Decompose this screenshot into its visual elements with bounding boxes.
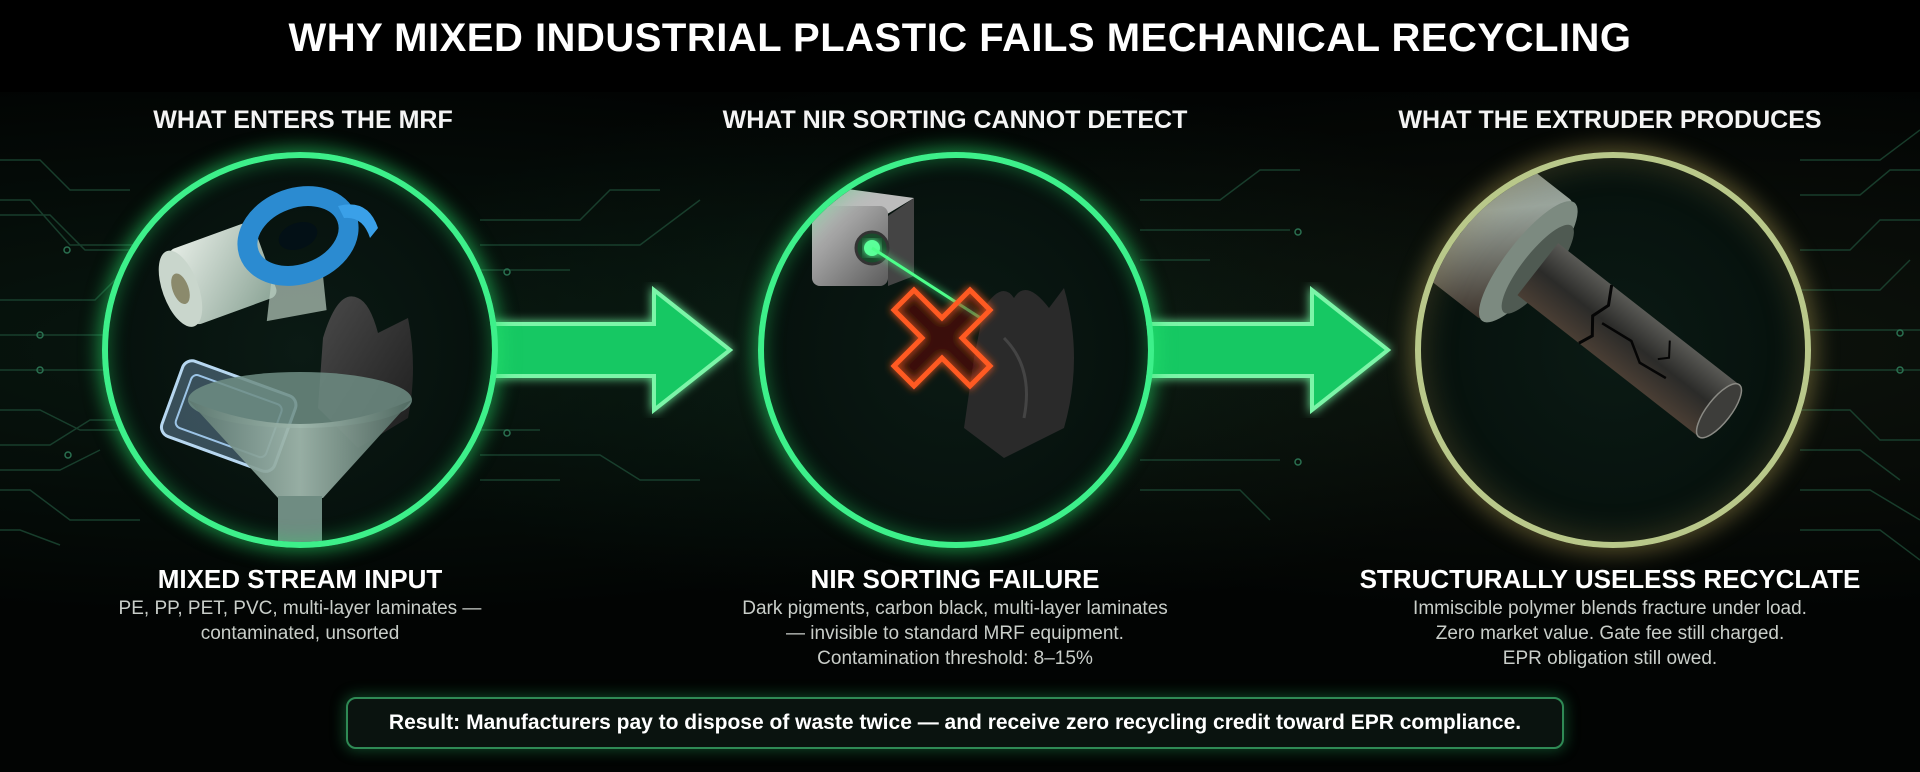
caption-title: MIXED STREAM INPUT [157,564,443,594]
result-text: Manufacturers pay to dispose of waste tw… [466,711,1522,734]
ring-extruder [1415,152,1811,548]
caption-title: STRUCTURALLY USELESS RECYCLATE [1359,564,1861,594]
title-band [0,0,1920,92]
page-title: WHY MIXED INDUSTRIAL PLASTIC FAILS MECHA… [288,16,1632,60]
caption-mixed-stream: MIXED STREAM INPUT PE, PP, PET, PVC, mul… [80,562,520,646]
caption-line: Zero market value. Gate fee still charge… [1435,623,1785,644]
caption-line: PE, PP, PET, PVC, multi-layer laminates … [118,598,482,619]
caption-title: NIR SORTING FAILURE [810,564,1100,594]
column-heading-mrf: WHAT ENTERS THE MRF [153,106,453,134]
caption-line: — invisible to standard MRF equipment. [786,623,1124,644]
caption-line: contaminated, unsorted [200,623,400,644]
caption-line: EPR obligation still owed. [1502,648,1718,669]
caption-line: Immiscible polymer blends fracture under… [1413,598,1807,619]
result-banner: Result: Manufacturers pay to dispose of … [346,697,1564,749]
result-label: Result: [388,711,461,734]
caption-useless-recyclate: STRUCTURALLY USELESS RECYCLATE Immiscibl… [1350,562,1870,671]
caption-nir-failure: NIR SORTING FAILURE Dark pigments, carbo… [690,562,1220,671]
caption-line: Dark pigments, carbon black, multi-layer… [742,598,1168,619]
column-heading-nir: WHAT NIR SORTING CANNOT DETECT [722,106,1188,134]
ring-nir [758,152,1154,548]
ring-mrf [102,152,498,548]
column-heading-extruder: WHAT THE EXTRUDER PRODUCES [1398,106,1822,134]
arrow-right-icon [1130,285,1392,415]
caption-line: Contamination threshold: 8–15% [817,648,1093,669]
arrow-right-icon [472,285,734,415]
